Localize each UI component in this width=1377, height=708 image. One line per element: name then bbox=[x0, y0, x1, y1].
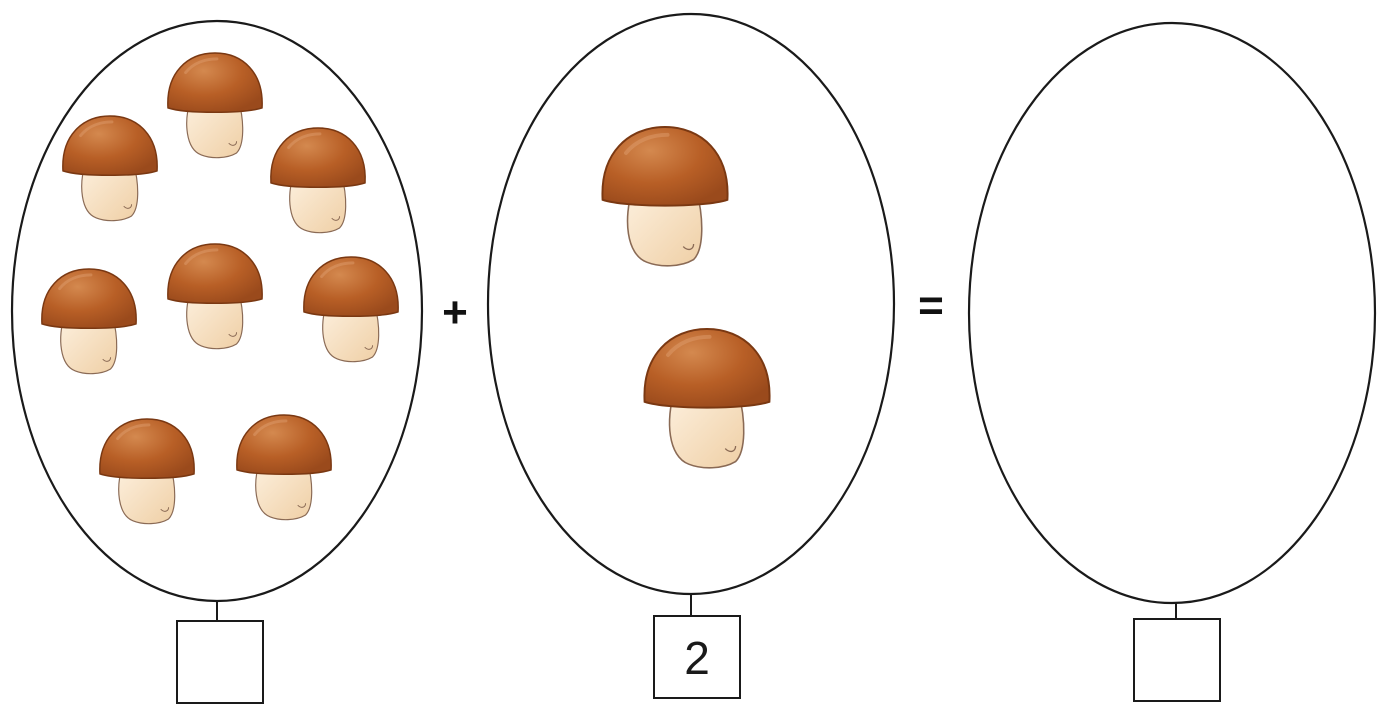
group-2: 2 bbox=[486, 12, 896, 699]
mushroom-icon bbox=[166, 51, 264, 160]
mushroom-icon bbox=[235, 413, 333, 522]
group-2-answer-value: 2 bbox=[684, 632, 710, 684]
group-3-answer-box[interactable] bbox=[1133, 618, 1221, 702]
mushroom-icon bbox=[269, 126, 367, 235]
group-3-oval bbox=[967, 21, 1377, 605]
group-2-oval bbox=[486, 12, 896, 596]
equals-sign: = bbox=[918, 281, 944, 330]
plus-sign: + bbox=[442, 288, 468, 337]
mushroom-icon bbox=[600, 125, 730, 268]
group-1-answer-box[interactable] bbox=[176, 620, 264, 704]
mushroom-icon bbox=[166, 242, 264, 351]
mushroom-icon bbox=[302, 255, 400, 364]
group-3 bbox=[967, 21, 1377, 702]
group-1 bbox=[10, 19, 424, 704]
mushroom-icon bbox=[98, 417, 196, 526]
mushroom-icon bbox=[642, 327, 772, 470]
mushroom-icon bbox=[61, 114, 159, 223]
group-2-answer-box[interactable] bbox=[653, 615, 741, 699]
mushroom-icon bbox=[40, 267, 138, 376]
